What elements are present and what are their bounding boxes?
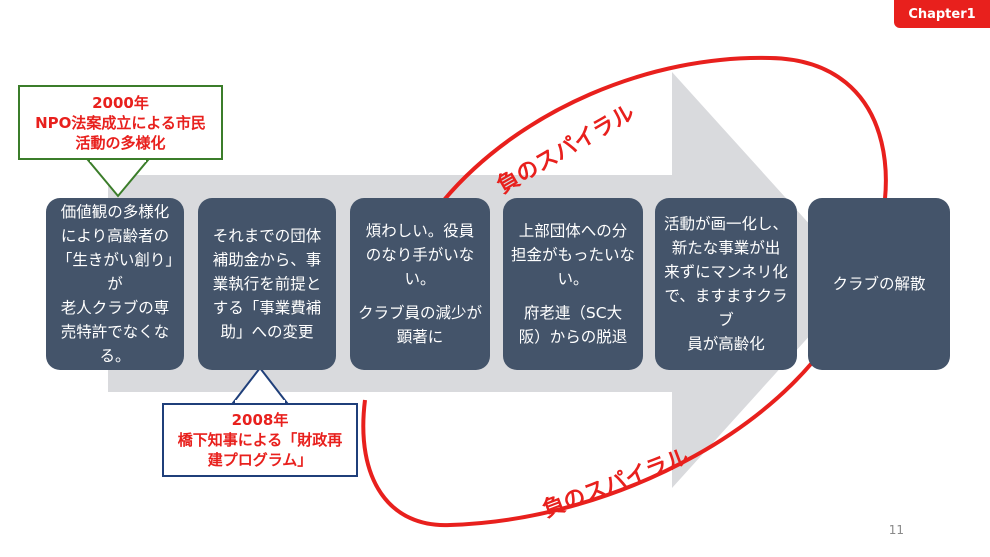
- step-subsidy-change: それまでの団体補助金から、事業執行を前提とする「事業費補助」への変更: [198, 198, 336, 370]
- step-officer-shortage: 煩わしい。役員のなり手がいない。 クラブ員の減少が顕著に: [350, 198, 490, 370]
- step-aging: 活動が画一化し、新たな事業が出来ずにマンネリ化で、ますますクラブ員が高齢化: [655, 198, 797, 370]
- callout-2008: 2008年 橋下知事による「財政再 建プログラム」: [162, 403, 358, 477]
- page-number: 11: [888, 523, 904, 537]
- step-withdrawal: 上部団体への分担金がもったいない。 府老連（SC大阪）からの脱退: [503, 198, 643, 370]
- callout-2000: 2000年 NPO法案成立による市民 活動の多様化: [18, 85, 223, 160]
- step-diversification: 価値観の多様化により高齢者の「生きがい創り」が老人クラブの専売特許でなくなる。: [46, 198, 184, 370]
- chapter-tab: Chapter1: [894, 0, 990, 28]
- step-dissolution: クラブの解散: [808, 198, 950, 370]
